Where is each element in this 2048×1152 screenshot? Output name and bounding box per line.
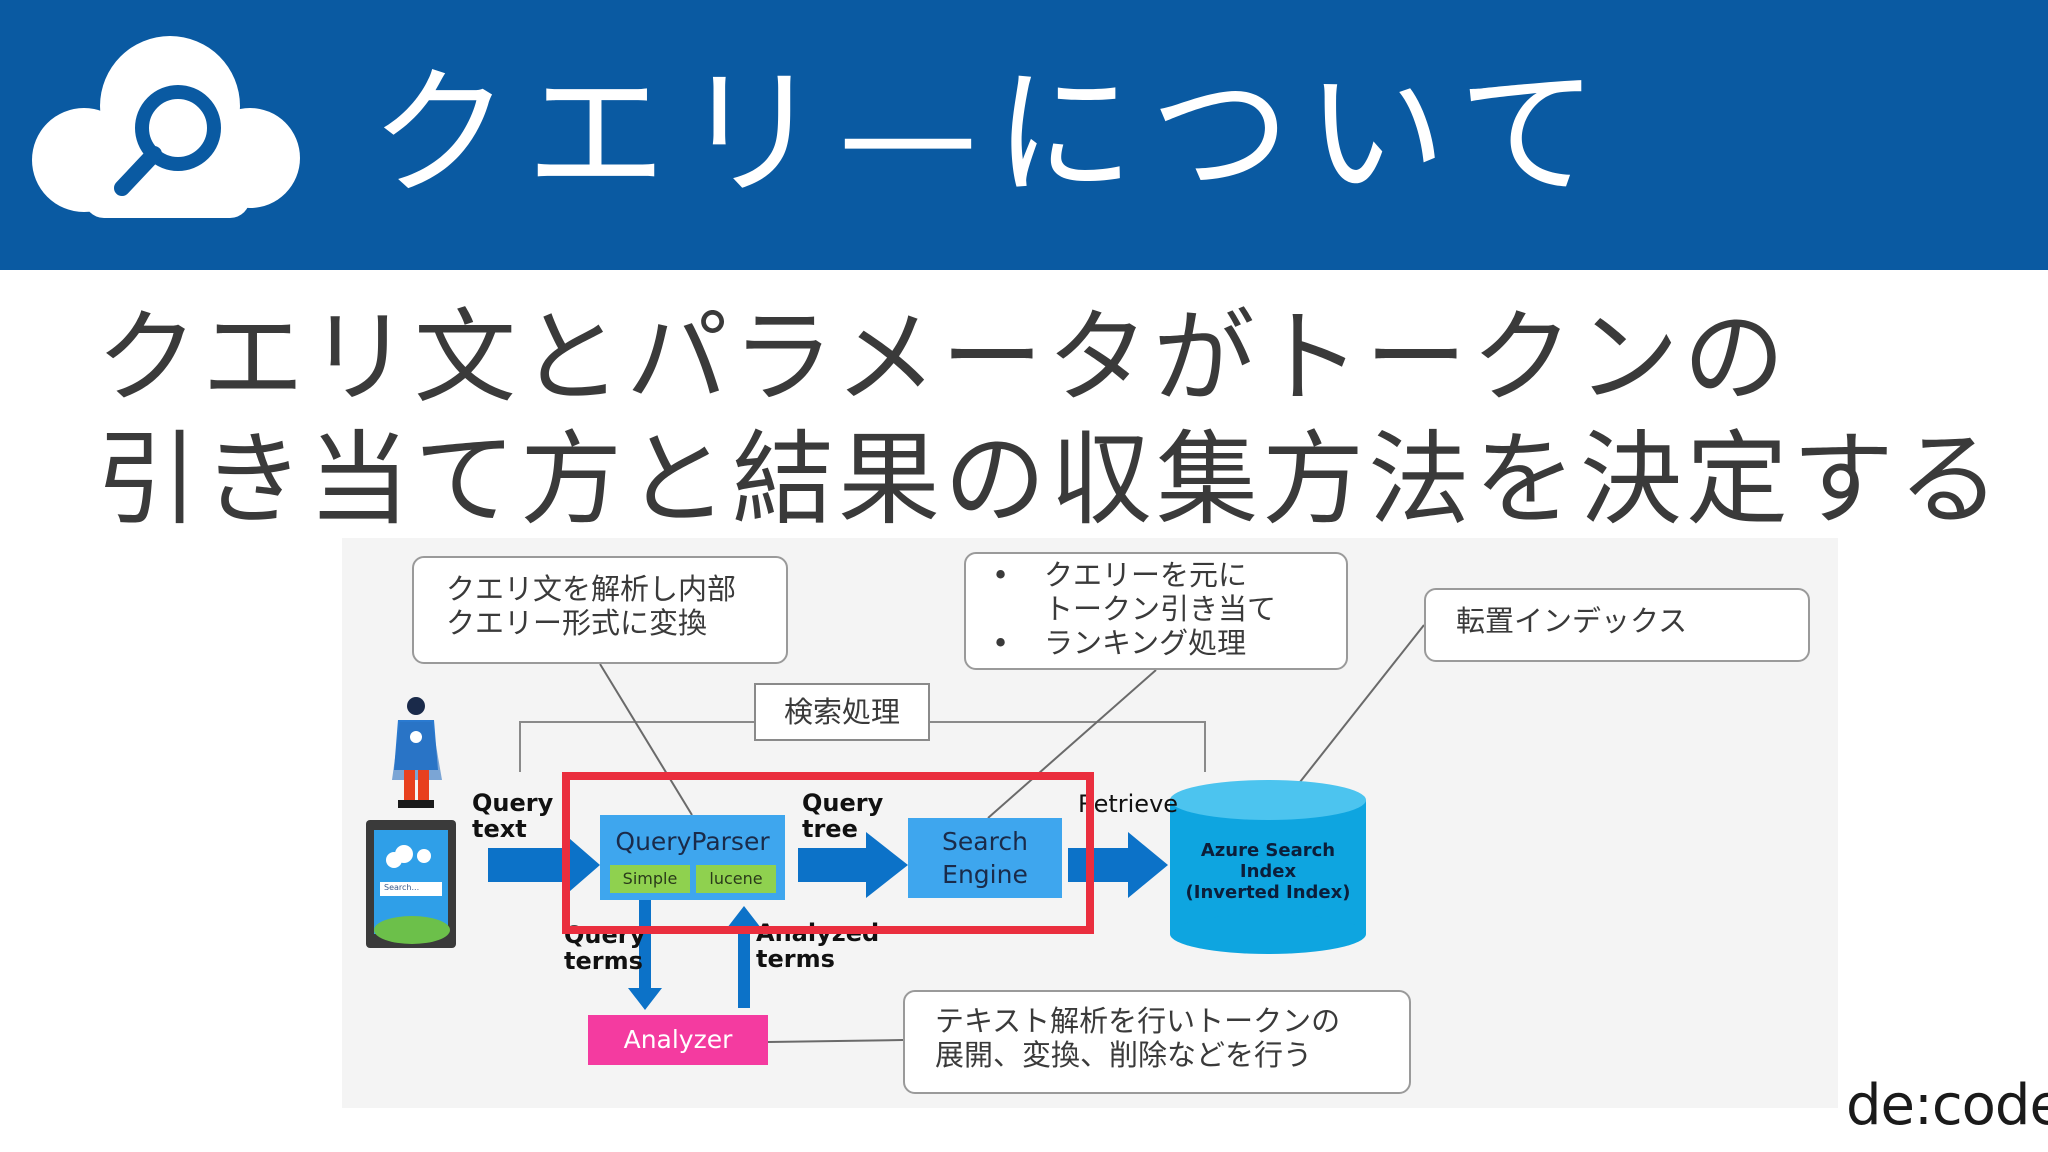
subtitle: クエリ文とパラメータがトークンの 引き当て方と結果の収集方法を決定する bbox=[96, 298, 2004, 542]
header-bar: クエリ—について bbox=[0, 0, 2048, 270]
retrieve-label: Retrieve bbox=[1078, 790, 1179, 818]
highlight-frame bbox=[562, 772, 1094, 934]
bullet-dot: • bbox=[992, 558, 1010, 592]
engine-callout: • クエリーを元に トークン引き当て • ランキング処理 bbox=[964, 552, 1348, 670]
bullet-dot: • bbox=[992, 626, 1010, 660]
query-text-arrow bbox=[488, 832, 600, 898]
analyzer-callout-leader bbox=[767, 1039, 904, 1043]
search-process-bracket bbox=[519, 721, 1206, 772]
user-figure-icon bbox=[392, 697, 442, 808]
subtitle-line-2: 引き当て方と結果の収集方法を決定する bbox=[96, 421, 2004, 540]
search-engine-box: Search Engine bbox=[908, 818, 1062, 898]
parse-callout-leader bbox=[599, 663, 693, 816]
parse-callout: クエリ文を解析し内部 クエリー形式に変換 bbox=[412, 556, 788, 664]
page-title: クエリ—について bbox=[370, 53, 1614, 216]
engine-callout-item-2: • ランキング処理 bbox=[992, 626, 1247, 660]
query-tree-arrow bbox=[798, 832, 908, 898]
engine-callout-leader bbox=[987, 669, 1157, 819]
engine-callout-item-1: • クエリーを元に トークン引き当て bbox=[992, 558, 1277, 626]
brand-logo: de:code bbox=[1846, 1073, 2048, 1138]
subtitle-line-1: クエリ文とパラメータがトークンの bbox=[96, 299, 1789, 418]
query-text-label: Query text bbox=[472, 789, 554, 843]
azure-index-label: Azure Search Index (Inverted Index) bbox=[1185, 840, 1351, 903]
query-parser-title: QueryParser bbox=[615, 827, 770, 856]
cloud-search-icon bbox=[32, 36, 300, 218]
tablet-device-icon bbox=[366, 820, 456, 948]
lucene-pill: lucene bbox=[696, 865, 776, 893]
query-tree-label: Query tree bbox=[802, 789, 884, 843]
search-process-label: 検索処理 bbox=[754, 683, 930, 741]
analyzer-box: Analyzer bbox=[588, 1015, 768, 1065]
query-parser-box: QueryParser Simple lucene bbox=[600, 815, 785, 900]
simple-pill: Simple bbox=[610, 865, 690, 893]
analyzer-callout: テキスト解析を行いトークンの 展開、変換、削除などを行う bbox=[903, 990, 1411, 1094]
azure-index-cylinder bbox=[1170, 780, 1366, 954]
index-callout: 転置インデックス bbox=[1424, 588, 1810, 662]
device-search-field: Search... bbox=[384, 883, 420, 892]
query-terms-arrow bbox=[628, 900, 662, 1010]
analyzed-terms-arrow bbox=[727, 906, 761, 1008]
